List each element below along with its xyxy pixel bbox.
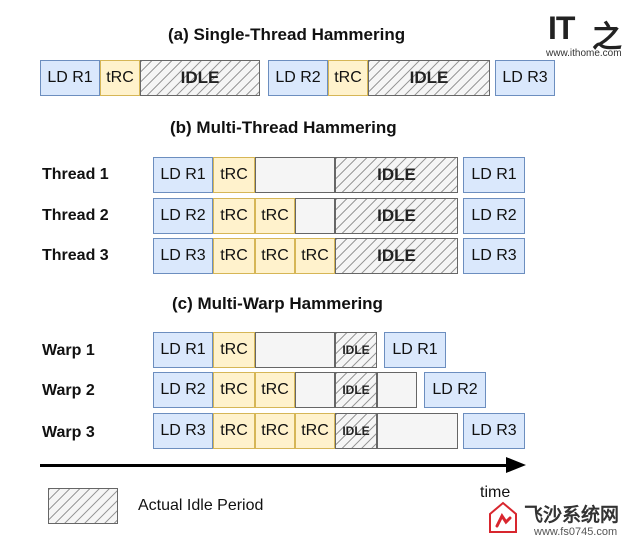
idle-block: IDLE	[368, 60, 490, 96]
wait-block	[295, 198, 335, 234]
idle-block: IDLE	[140, 60, 260, 96]
ld-r1-block: LD R1	[384, 332, 446, 368]
time-axis-label: time	[480, 484, 511, 501]
trc-block: tRC	[255, 372, 295, 408]
trc-block: tRC	[213, 198, 255, 234]
ld-r1-block: LD R1	[40, 60, 100, 96]
trc-block: tRC	[295, 238, 335, 274]
ithome-logo-glyph: 之	[592, 21, 622, 54]
row-label-thread-1: Thread 1	[42, 166, 109, 183]
ld-r2-block: LD R2	[153, 372, 213, 408]
ld-r3-block: LD R3	[463, 413, 525, 449]
section-title-multi-thread: (b) Multi-Thread Hammering	[170, 118, 397, 137]
trc-block: tRC	[255, 198, 295, 234]
wait-block	[255, 332, 335, 368]
row-label-warp-1: Warp 1	[42, 342, 95, 359]
idle-block: IDLE	[335, 413, 377, 449]
ld-r1-block: LD R1	[153, 332, 213, 368]
idle-block: IDLE	[335, 332, 377, 368]
legend-label: Actual Idle Period	[138, 497, 264, 514]
time-axis-arrowhead	[506, 457, 526, 473]
trc-block: tRC	[255, 413, 295, 449]
trc-block: tRC	[213, 157, 255, 193]
ld-r2-block: LD R2	[424, 372, 486, 408]
fs-watermark-name: 飞沙系统网	[524, 505, 620, 526]
ld-r3-block: LD R3	[495, 60, 555, 96]
idle-block: IDLE	[335, 157, 458, 193]
ld-r3-block: LD R3	[153, 238, 213, 274]
row-label-warp-3: Warp 3	[42, 424, 95, 441]
idle-block: IDLE	[335, 372, 377, 408]
fs-watermark-url: www.fs0745.com	[534, 526, 618, 538]
trc-block: tRC	[328, 60, 368, 96]
ld-r2-block: LD R2	[268, 60, 328, 96]
trc-block: tRC	[213, 413, 255, 449]
ld-r2-block: LD R2	[153, 198, 213, 234]
time-axis	[40, 464, 510, 467]
wait-block	[377, 372, 417, 408]
section-title-multi-warp: (c) Multi-Warp Hammering	[172, 294, 383, 313]
trc-block: tRC	[295, 413, 335, 449]
ithome-logo: IT	[548, 10, 575, 46]
ld-r3-block: LD R3	[463, 238, 525, 274]
trc-block: tRC	[255, 238, 295, 274]
ld-r2-block: LD R2	[463, 198, 525, 234]
ld-r1-block: LD R1	[153, 157, 213, 193]
ld-r3-block: LD R3	[153, 413, 213, 449]
row-label-warp-2: Warp 2	[42, 382, 95, 399]
row-label-thread-3: Thread 3	[42, 247, 109, 264]
ld-r1-block: LD R1	[463, 157, 525, 193]
ithome-site-text: www.ithome.com	[546, 48, 622, 59]
wait-block	[255, 157, 335, 193]
fs-logo-icon	[489, 501, 517, 533]
trc-block: tRC	[213, 238, 255, 274]
row-label-thread-2: Thread 2	[42, 207, 109, 224]
section-title-single-thread: (a) Single-Thread Hammering	[168, 25, 406, 44]
legend-idle-swatch	[48, 488, 118, 524]
trc-block: tRC	[100, 60, 140, 96]
idle-block: IDLE	[335, 238, 458, 274]
idle-block: IDLE	[335, 198, 458, 234]
wait-block	[377, 413, 458, 449]
trc-block: tRC	[213, 372, 255, 408]
wait-block	[295, 372, 335, 408]
trc-block: tRC	[213, 332, 255, 368]
